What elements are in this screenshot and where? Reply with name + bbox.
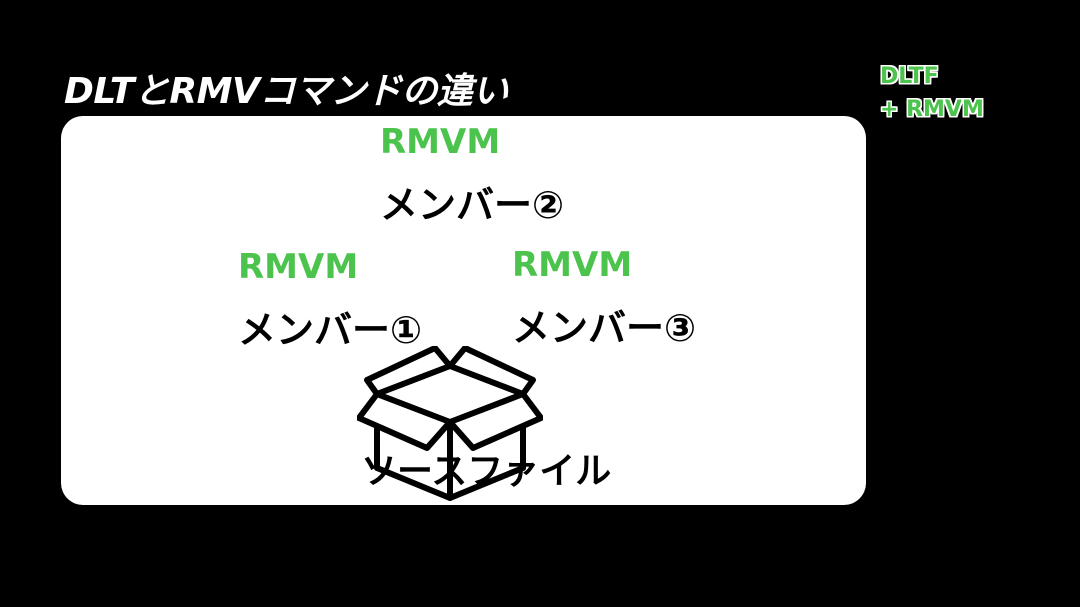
member-2-label: メンバー② bbox=[380, 183, 565, 227]
member-3-command: RMVM bbox=[512, 245, 633, 285]
legend: DLTF + RMVM bbox=[880, 60, 984, 126]
content-panel: RMVM メンバー② RMVM メンバー① RMVM メンバー③ ソ bbox=[61, 116, 866, 505]
member-1-label: メンバー① bbox=[238, 308, 423, 352]
open-box-icon bbox=[357, 346, 543, 501]
source-file-label: ソースファイル bbox=[361, 451, 612, 492]
slide-title: DLTとRMVコマンドの違い bbox=[64, 71, 508, 112]
member-3-label: メンバー③ bbox=[512, 306, 697, 350]
member-1-command: RMVM bbox=[238, 247, 359, 287]
legend-line-rmvm: + RMVM bbox=[880, 97, 984, 122]
legend-line-dltf: DLTF bbox=[880, 64, 939, 89]
member-2-command: RMVM bbox=[380, 122, 501, 162]
